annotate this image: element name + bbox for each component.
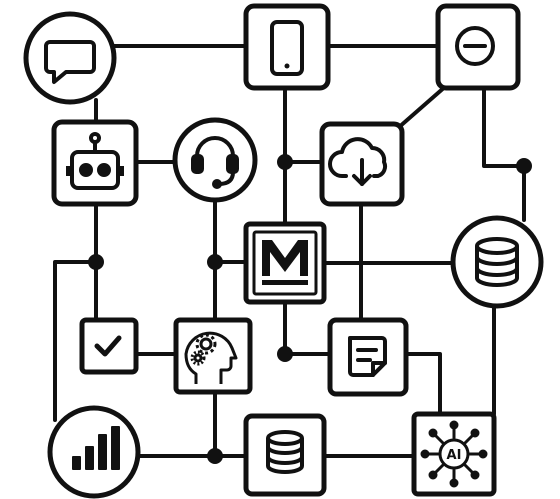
connector-document-ai [404, 352, 442, 416]
junction-dot [277, 346, 293, 362]
node-frame [51, 119, 139, 207]
node-ai-chip: AI [411, 411, 497, 497]
node-frame [172, 117, 258, 203]
node-logo-m [243, 221, 327, 305]
node-check [79, 317, 139, 375]
node-database-small [243, 413, 327, 497]
node-headset [172, 117, 258, 203]
database-icon [266, 430, 304, 474]
ai-network-icon [420, 420, 488, 488]
connector-minus-cloud [396, 84, 448, 130]
node-inner-frame [252, 230, 318, 296]
junction-dots [88, 154, 532, 464]
node-cloud [319, 121, 405, 207]
node-minus [435, 3, 521, 91]
checkbox-check-icon [94, 335, 122, 357]
junction-dot [516, 158, 532, 174]
node-frame [23, 11, 117, 105]
node-bar-chart [47, 405, 141, 499]
minus-circle-icon [455, 26, 495, 66]
node-frame [243, 3, 331, 91]
node-document [327, 317, 409, 397]
junction-dot [207, 448, 223, 464]
ai-label: AI [447, 448, 462, 463]
robot-icon [66, 132, 124, 190]
node-frame [327, 317, 409, 397]
node-chat [23, 11, 117, 105]
junction-dot [277, 154, 293, 170]
node-head-gears [173, 317, 253, 395]
connector-rail-barchart [53, 260, 98, 422]
smartphone-icon [270, 20, 304, 76]
node-phone [243, 3, 331, 91]
cloud-download-icon [328, 137, 388, 186]
connector-minus-database [482, 86, 526, 222]
chat-bubble-icon [44, 40, 96, 84]
junction-dot [207, 254, 223, 270]
node-database-large [450, 215, 544, 309]
node-robot [51, 119, 139, 207]
junction-dot [88, 254, 104, 270]
database-icon [475, 237, 519, 287]
connector-logo-document [283, 300, 332, 356]
headset-icon [191, 136, 239, 189]
head-gears-icon [184, 331, 238, 384]
document-icon [348, 336, 387, 377]
bar-chart-icon [72, 426, 120, 470]
m-logo-icon [262, 240, 308, 285]
